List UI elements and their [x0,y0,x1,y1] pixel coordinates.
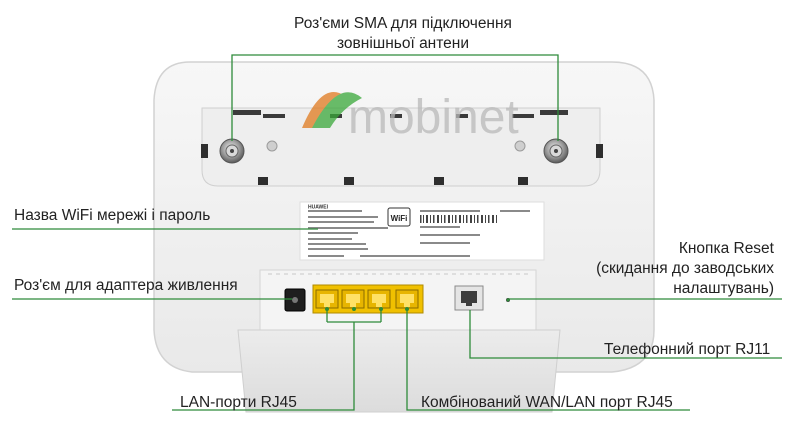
label-power: Роз'єм для адаптера живлення [14,277,238,294]
label-reset-line1: Кнопка Reset [678,240,774,257]
ethernet-port-icon [367,289,391,309]
wifi-certified-icon: WiFi [387,207,411,227]
label-reset-line3: налаштувань) [673,280,774,297]
ethernet-port-icon [341,289,365,309]
ethernet-ports [312,284,424,314]
label-wanlan: Комбінований WAN/LAN порт RJ45 [421,394,673,411]
label-sma-line1: Роз'єми SMA для підключення [294,15,512,32]
sticker-brand: HUAWEI [308,205,329,211]
label-reset: Кнопка Reset (скидання до заводських нал… [596,239,774,299]
router-stand [237,329,561,413]
label-sma: Роз'єми SMA для підключення зовнішньої а… [258,14,548,54]
sma-connector-right [543,138,569,164]
label-wifi: Назва WiFi мережі і пароль [14,207,211,224]
label-rj11: Телефонний порт RJ11 [604,341,771,358]
ethernet-port-icon [315,289,339,309]
phone-port-icon [454,285,484,311]
mobinet-logo [302,92,362,128]
wifi-logo-text: WiFi [391,214,408,223]
label-lan: LAN-порти RJ45 [180,394,297,411]
power-jack-icon [284,288,306,312]
label-sma-line2: зовнішньої антени [336,35,470,52]
callout-dots [325,298,510,311]
ethernet-port-icon [395,289,419,309]
watermark-text: mobinet [348,91,519,144]
label-sticker: WiFi HUAWEI [299,201,545,261]
sma-connector-left [219,138,245,164]
callout-lines [12,54,782,411]
label-reset-line2: (скидання до заводських [596,260,774,277]
